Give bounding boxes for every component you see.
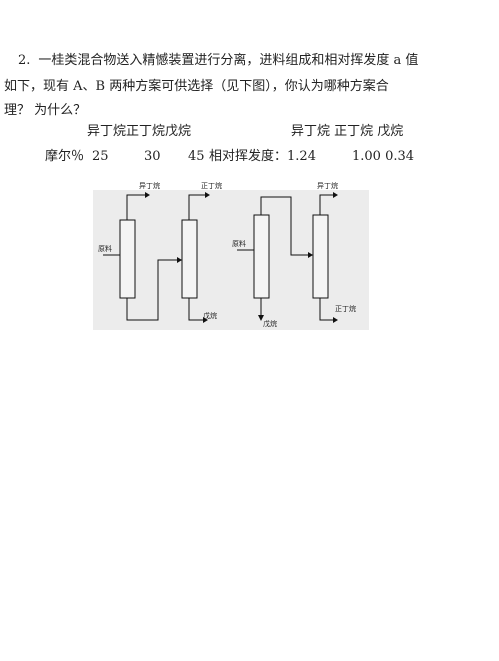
volatility-row: 相对挥发度：1.24	[209, 149, 316, 165]
scheme-a-bottom2-arrow	[203, 317, 208, 323]
scheme-b-bottom2-label: 正丁烷	[335, 304, 356, 313]
scheme-b-top1-line	[260, 196, 313, 256]
scheme-b-bottom1-arrow	[258, 315, 264, 321]
scheme-b-top2-line	[319, 194, 333, 215]
components-header-b: 异丁烷 正丁烷 戊烷	[291, 124, 404, 139]
scheme-a-top1-label: 异丁烷	[139, 181, 160, 190]
question-number: 2.	[18, 53, 31, 68]
scheme-b-top2-label: 异丁烷	[317, 181, 338, 190]
question-text-1: 一桂类混合物送入精憾装置进行分离，进料组成和相对挥发度 a 值	[38, 53, 419, 68]
components-header-a: 异丁烷正丁烷戊烷	[87, 124, 192, 139]
question-line-3: 理？ 为什么？	[4, 103, 87, 118]
scheme-a-top1-line	[126, 194, 145, 220]
scheme-a-feed-label: 原料	[98, 244, 112, 253]
volatility-label: 相对挥发度：	[209, 149, 288, 164]
scheme-b-bottom2-arrow	[333, 317, 338, 323]
scheme-a: 原料 异丁烷 正丁烷 戊烷	[98, 181, 222, 323]
scheme-b-column-1	[253, 214, 270, 299]
distillation-schemes-figure: 原料 异丁烷 正丁烷 戊烷 原料	[93, 175, 369, 330]
schemes-svg: 原料 异丁烷 正丁烷 戊烷 原料	[93, 181, 369, 330]
scheme-a-column-2	[181, 219, 198, 299]
scheme-a-bottom1-line	[126, 259, 182, 321]
question-line-2: 如下，现有 A、B 两种方案可供选择（见下图），你认为哪种方案合	[4, 79, 389, 94]
scheme-a-bottom2-line	[188, 298, 203, 321]
scheme-b-top2-arrow	[333, 192, 338, 198]
scheme-a-bottom1-arrow	[177, 257, 182, 263]
scheme-a-top2-arrow	[205, 192, 210, 198]
scheme-b-bottom2-line	[319, 298, 333, 321]
scheme-b-bottom1-label: 戊烷	[263, 319, 277, 328]
mole-value-2: 30	[144, 149, 161, 164]
scheme-b-top1-arrow	[308, 252, 313, 258]
scheme-b: 原料 戊烷 异丁烷 正丁烷	[232, 181, 356, 328]
mole-label: 摩尔％	[45, 149, 85, 164]
scheme-a-column-1	[119, 219, 136, 299]
mole-value-3: 45	[188, 149, 205, 164]
scheme-a-top1-arrow	[145, 192, 150, 198]
scheme-a-top2-label: 正丁烷	[201, 181, 222, 190]
volatility-rest: 1.00 0.34	[352, 149, 415, 164]
question-line-1: 2. 一桂类混合物送入精憾装置进行分离，进料组成和相对挥发度 a 值	[18, 53, 418, 69]
mole-row: 摩尔％	[45, 149, 84, 165]
scheme-a-top2-line	[188, 194, 205, 220]
volatility-value-1: 1.24	[287, 149, 316, 164]
scheme-a-bottom2-label: 戊烷	[203, 311, 217, 320]
scheme-b-feed-label: 原料	[232, 239, 246, 248]
mole-value-1: 25	[92, 149, 109, 164]
scheme-b-column-2	[312, 214, 329, 299]
